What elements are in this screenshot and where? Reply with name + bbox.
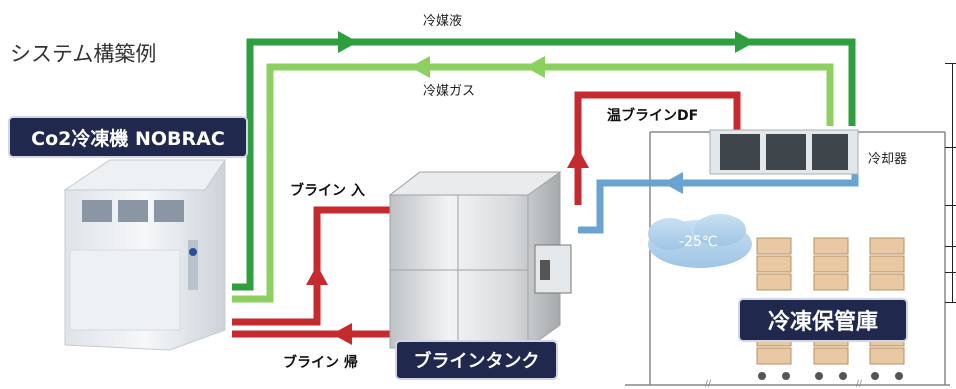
brine-in-label: ブライン 入: [290, 183, 365, 199]
temperature-label: -25℃: [679, 234, 718, 250]
brine-return-label: ブライン 帰: [283, 355, 358, 371]
warm-brine-df-label: 温ブラインDF: [607, 108, 699, 124]
co2-refrigeration-unit: [63, 159, 226, 351]
cooler-unit: [709, 129, 859, 175]
storage-label: 冷凍保管庫: [738, 298, 908, 342]
cooler-label: 冷却器: [868, 152, 908, 167]
brine-supply-line: [232, 206, 390, 326]
page-title: システム構築例: [10, 42, 157, 66]
brine-tank-unit: [388, 171, 572, 349]
cold-air-cloud: [648, 214, 752, 268]
warm-brine-df-line: [567, 91, 741, 205]
brine-tank-label: ブラインタンク: [395, 340, 558, 380]
refrigerant-gas-label: 冷媒ガス: [423, 84, 476, 99]
machine-label: Co2冷凍機 NOBRAC: [8, 116, 248, 158]
refrigerant-gas-line: [232, 56, 834, 303]
refrigerant-liquid-line: [232, 31, 856, 291]
refrigerant-liquid-label: 冷媒液: [423, 14, 463, 29]
pallet-stacks: [756, 237, 905, 380]
svg-text://: //: [705, 379, 712, 389]
svg-text://: //: [856, 379, 863, 389]
brine-return-line: [232, 323, 395, 345]
cold-brine-line: [578, 172, 859, 234]
